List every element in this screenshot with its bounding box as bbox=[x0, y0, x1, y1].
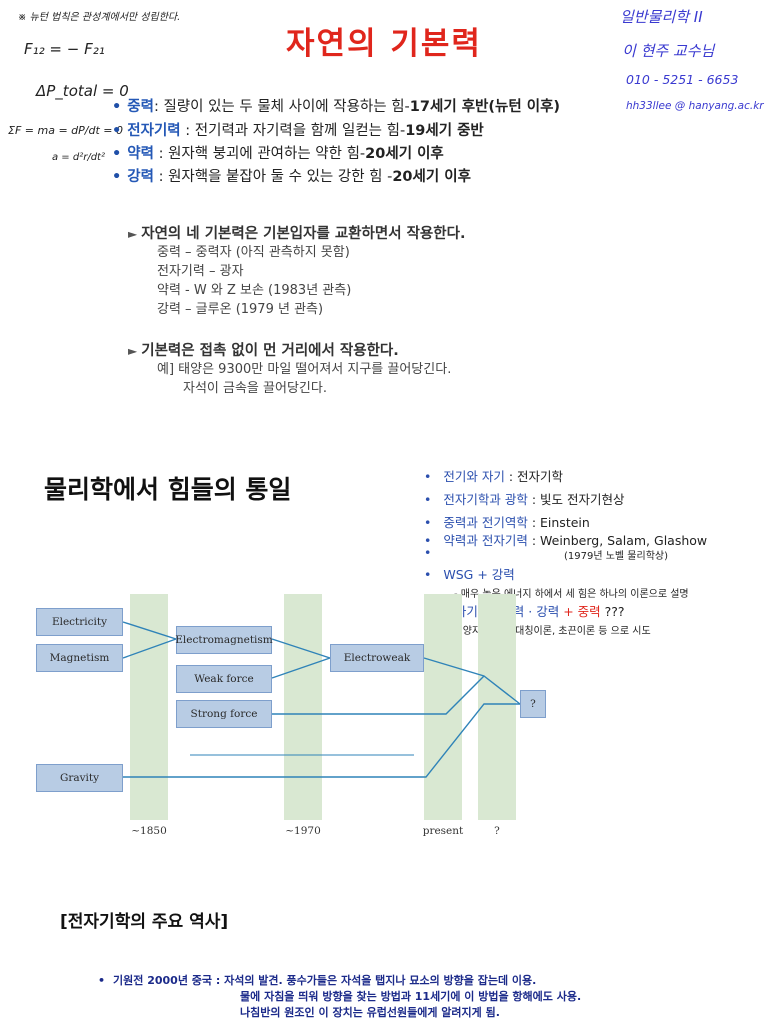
handwritten-course: 일반물리학 II bbox=[620, 8, 703, 26]
bullet-icon: • bbox=[112, 99, 122, 115]
detail-line: 강력 – 글루온 (1979 년 관측) bbox=[157, 302, 324, 317]
bullet-icon: • bbox=[112, 123, 122, 139]
box-strong-force: Strong force bbox=[176, 700, 272, 728]
box-unknown: ? bbox=[520, 690, 546, 718]
handwritten-equation-momentum: ΔP_total = 0 bbox=[36, 82, 129, 100]
unification-item: •전자기학과 광학 : 빛도 전자기현상 bbox=[424, 492, 625, 507]
handwritten-phone: 010 - 5251 - 6653 bbox=[626, 72, 739, 87]
handwritten-equation-acceleration: a = d²r/dt² bbox=[52, 152, 105, 163]
era-label-future: ? bbox=[494, 825, 500, 837]
era-label-present: present bbox=[422, 825, 464, 837]
box-gravity: Gravity bbox=[36, 764, 123, 792]
bullet-icon: • bbox=[424, 545, 432, 560]
wsg-note: - 매우 높은 에너지 하에서 세 힘은 하나의 이론으로 설명 bbox=[454, 589, 689, 600]
point-heading-exchange: ►자연의 네 기본력은 기본입자를 교환하면서 작용한다. bbox=[128, 226, 466, 242]
example-line: 예] 태양은 9300만 마일 떨어져서 지구를 끌어당긴다. bbox=[157, 362, 452, 377]
era-band-present bbox=[424, 594, 462, 820]
unification-item: •중력과 전기역학 : Einstein bbox=[424, 515, 590, 530]
point-heading-distance: ►기본력은 접촉 없이 먼 거리에서 작용한다. bbox=[128, 343, 399, 359]
arrow-right-icon: ► bbox=[128, 227, 138, 241]
bullet-icon: • bbox=[424, 515, 432, 530]
point-example-list: 예] 태양은 9300만 마일 떨어져서 지구를 끌어당긴다. 자석이 금속을 … bbox=[157, 360, 451, 398]
history-title: [전자기학의 주요 역사] bbox=[60, 912, 229, 932]
bullet-icon: • bbox=[424, 567, 432, 582]
unification-item: •전기와 자기 : 전자기학 bbox=[424, 469, 564, 484]
force-item-weak: •약력 : 원자핵 붕괴에 관여하는 약한 힘-20세기 이후 bbox=[112, 146, 444, 162]
bullet-icon: • bbox=[424, 533, 432, 548]
unification-diagram: Electricity Magnetism Electromagnetism W… bbox=[0, 588, 768, 848]
handwritten-professor: 이 현주 교수님 bbox=[622, 42, 715, 60]
bullet-icon: • bbox=[424, 469, 432, 484]
arrow-right-icon: ► bbox=[128, 344, 138, 358]
box-weak-force: Weak force bbox=[176, 665, 272, 693]
force-item-electromagnetic: •전자기력 : 전기력과 자기력을 함께 일컫는 힘-19세기 중반 bbox=[112, 123, 484, 139]
era-band-1970 bbox=[284, 594, 322, 820]
box-electroweak: Electroweak bbox=[330, 644, 424, 672]
detail-line: 약력 - W 와 Z 보손 (1983년 관측) bbox=[157, 283, 352, 298]
handwritten-equation-force: ΣF = ma = dP/dt = 0 bbox=[8, 124, 123, 137]
bullet-icon: • bbox=[112, 146, 122, 162]
history-line-1: •기원전 2000년 중국 : 자석의 발견. 풍수가들은 자석을 탭지나 묘소… bbox=[98, 974, 537, 987]
unification-item-empty: • bbox=[424, 545, 443, 560]
force-item-strong: •강력 : 원자핵을 붙잡아 둘 수 있는 강한 힘 -20세기 이후 bbox=[112, 169, 471, 185]
history-line-2: 물에 자침을 띄워 방향을 찾는 방법과 11세기에 이 방법을 항해에도 사용… bbox=[240, 990, 582, 1003]
history-line-3: 나침반의 원조인 이 장치는 유럽선원들에게 알려지게 됨. bbox=[240, 1006, 500, 1019]
box-electromagnetism: Electromagnetism bbox=[175, 626, 273, 654]
unification-title: 물리학에서 힘들의 통일 bbox=[44, 475, 292, 504]
detail-line: 중력 – 중력자 (아직 관측하지 못함) bbox=[157, 245, 350, 260]
unification-item-wsg: •WSG + 강력 bbox=[424, 567, 515, 582]
bullet-icon: • bbox=[98, 974, 106, 987]
connector-lines bbox=[122, 621, 521, 778]
era-band-future bbox=[478, 594, 516, 820]
era-label-1970: ~1970 bbox=[285, 825, 321, 837]
box-electricity: Electricity bbox=[36, 608, 123, 636]
bullet-icon: • bbox=[112, 169, 122, 185]
unification-item: •약력과 전자기력 : Weinberg, Salam, Glashow bbox=[424, 533, 708, 548]
final-note: - 양자중력, 초대칭이론, 초끈이론 등 으로 시도 bbox=[456, 626, 651, 637]
point-detail-list: 중력 – 중력자 (아직 관측하지 못함) 전자기력 – 광자 약력 - W 와… bbox=[157, 243, 351, 319]
handwritten-equation-newton3: F₁₂ = − F₂₁ bbox=[24, 40, 105, 58]
box-magnetism: Magnetism bbox=[36, 644, 123, 672]
detail-line: 전자기력 – 광자 bbox=[157, 264, 244, 279]
force-item-gravity: •중력: 질량이 있는 두 물체 사이에 작용하는 힘-17세기 후반(뉴턴 이… bbox=[112, 99, 561, 115]
era-band-1850 bbox=[130, 594, 168, 820]
bullet-icon: • bbox=[424, 492, 432, 507]
handwritten-note: ※ 뉴턴 법칙은 관성계에서만 성립한다. bbox=[18, 12, 181, 23]
handwritten-email: hh33llee @ hanyang.ac.kr bbox=[626, 100, 764, 112]
example-line: 자석이 금속을 끌어당긴다. bbox=[183, 381, 327, 396]
nobel-note: (1979년 노벨 물리학상) bbox=[564, 551, 669, 562]
page-title: 자연의 기본력 bbox=[286, 26, 482, 62]
era-label-1850: ~1850 bbox=[131, 825, 167, 837]
